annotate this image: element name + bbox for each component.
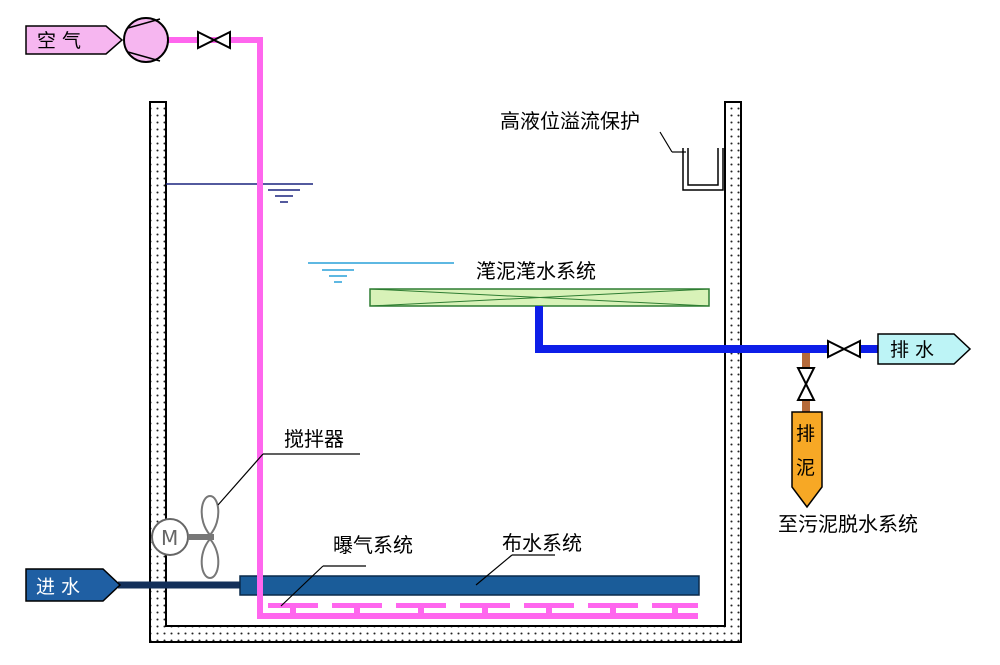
aeration-label: 曝气系统 xyxy=(333,533,413,557)
inlet-label: 进 水 xyxy=(36,576,80,598)
blower-icon[interactable] xyxy=(123,17,169,63)
decanter: 滗泥滗水系统 xyxy=(369,259,710,307)
sludge-destination-label: 至污泥脱水系统 xyxy=(778,512,918,536)
aeration-diffusers xyxy=(268,603,698,616)
water-level-icon xyxy=(268,189,300,203)
mixer-label: 搅拌器 xyxy=(284,427,344,451)
valve-icon[interactable] xyxy=(796,367,816,401)
water-distribution-system: 布水系统 xyxy=(239,531,700,596)
propeller-icon xyxy=(200,494,220,580)
sludge-line: 排 泥 至污泥脱水系统 xyxy=(778,353,918,536)
tank-wall xyxy=(149,101,742,643)
high-water-level xyxy=(166,183,313,203)
motor-icon[interactable]: M xyxy=(151,518,189,556)
sludge-label-2: 泥 xyxy=(796,457,815,479)
sludge-tag: 排 泥 xyxy=(791,411,823,509)
overflow-box xyxy=(682,148,724,191)
distribution-label: 布水系统 xyxy=(502,531,582,555)
valve-icon[interactable] xyxy=(827,339,861,359)
sludge-label-1: 排 xyxy=(796,423,815,445)
drain-line: 排 水 xyxy=(535,306,972,365)
decanter-label: 滗泥滗水系统 xyxy=(476,259,596,283)
tank xyxy=(149,101,742,643)
air-label: 空 气 xyxy=(37,30,81,52)
inlet-tag: 进 水 xyxy=(25,568,122,602)
low-water-level xyxy=(308,262,454,283)
drain-tag: 排 水 xyxy=(877,333,972,365)
valve-icon[interactable] xyxy=(197,30,231,50)
overflow-protection: 高液位溢流保护 xyxy=(500,109,724,191)
water-level-icon xyxy=(322,269,354,283)
inlet-line: 进 水 xyxy=(25,568,240,602)
motor-label: M xyxy=(161,526,178,550)
air-line: 空 气 曝气系统 xyxy=(25,17,698,619)
mixer: M 搅拌器 xyxy=(151,427,360,580)
drain-label: 排 水 xyxy=(890,339,934,361)
overflow-label: 高液位溢流保护 xyxy=(500,109,640,133)
air-tag: 空 气 xyxy=(25,25,124,55)
